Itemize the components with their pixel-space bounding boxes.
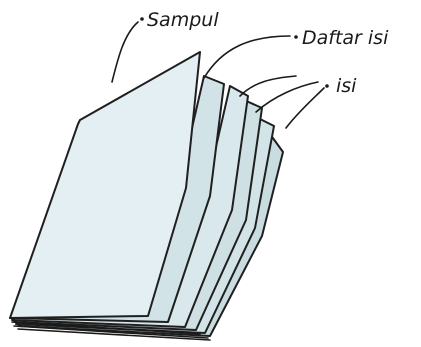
toc-leader <box>204 36 290 78</box>
cover-leader <box>112 22 138 82</box>
content-leader-3 <box>286 88 324 128</box>
cover-label: Sampul <box>147 9 219 31</box>
content-leader-1 <box>240 76 296 96</box>
content-label: isi <box>336 75 357 97</box>
content-leader-2 <box>256 82 318 112</box>
toc-label: Daftar isi <box>302 27 389 49</box>
